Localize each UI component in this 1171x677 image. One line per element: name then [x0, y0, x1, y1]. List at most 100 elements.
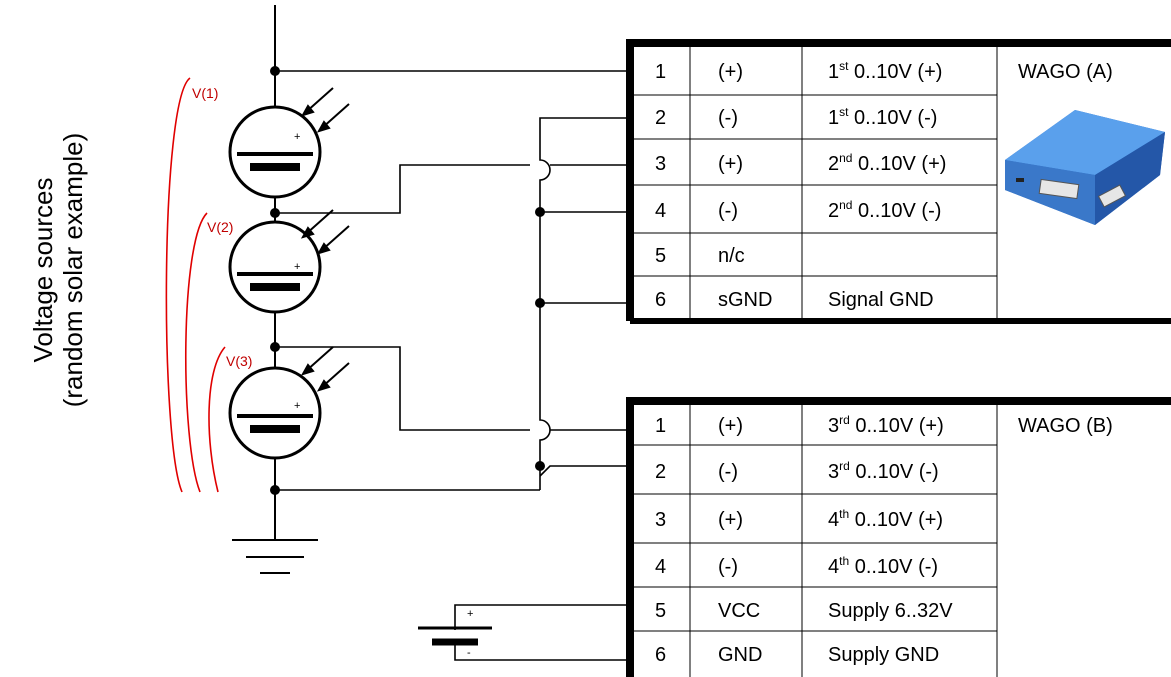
signal-name: n/c [718, 245, 745, 267]
signal-name: (+) [718, 153, 743, 175]
terminal-row: 1 (+) 3rd 0..10V (+) [655, 413, 944, 437]
desc-main: 1 [828, 107, 839, 129]
pin-number: 1 [655, 415, 666, 437]
signal-name: (-) [718, 107, 738, 129]
bus-junctions [535, 207, 545, 471]
source-3-polarity: + [294, 400, 300, 412]
desc-superscript: rd [839, 413, 850, 427]
wago-device-icon [1005, 110, 1165, 225]
desc-superscript: st [839, 59, 849, 73]
signal-name: (+) [718, 415, 743, 437]
wago-b-rows: 1(+)3rd 0..10V (+)2(-)3rd 0..10V (-)3(+)… [655, 413, 953, 666]
source-2-polarity: + [294, 261, 300, 273]
pin-description: 1st 0..10V (-) [828, 105, 937, 129]
desc-main: 4 [828, 509, 839, 531]
pin-description: Supply GND [828, 644, 939, 666]
desc-superscript: th [839, 554, 849, 568]
terminal-row: 2 (-) 3rd 0..10V (-) [655, 459, 939, 483]
desc-main: Signal GND [828, 289, 934, 311]
desc-rest: 0..10V (-) [852, 200, 941, 222]
wago-b-terminal-table: WAGO (B) 1(+)3rd 0..10V (+)2(-)3rd 0..10… [626, 397, 1171, 677]
wago-b-title: WAGO (B) [1018, 415, 1113, 437]
terminal-row: 4(-)4th 0..10V (-) [655, 554, 938, 578]
signal-name: sGND [718, 289, 772, 311]
voltage-brackets [165, 77, 226, 493]
desc-main: 2 [828, 153, 839, 175]
terminal-row: 5 n/c [655, 245, 745, 267]
desc-rest: 0..10V (+) [850, 415, 944, 437]
signal-wires [275, 70, 630, 661]
desc-main: Supply 6..32V [828, 600, 953, 622]
pin-description: 1st 0..10V (+) [828, 59, 942, 83]
light-arrows-icon [300, 346, 350, 392]
terminal-row: 3 (+) 4th 0..10V (+) [655, 507, 943, 531]
desc-superscript: rd [839, 459, 850, 473]
wago-a-title: WAGO (A) [1018, 61, 1113, 83]
signal-name: (-) [718, 556, 738, 578]
signal-name: (-) [718, 200, 738, 222]
solar-source-1: + [228, 87, 350, 199]
v2-label: V(2) [207, 219, 233, 235]
light-arrows-icon [300, 209, 350, 255]
desc-main: 1 [828, 61, 839, 83]
pin-description: 3rd 0..10V (+) [828, 413, 944, 437]
battery-plus-label: + [467, 608, 473, 620]
battery-minus-label: - [467, 647, 471, 659]
side-label: Voltage sources (random solar example) [28, 133, 88, 408]
signal-name: GND [718, 644, 762, 666]
terminal-row: 6 GND Supply GND [655, 644, 939, 666]
terminal-row: 2 (-) 1st 0..10V (-) [655, 105, 937, 129]
solar-source-2: + [228, 209, 350, 314]
desc-main: Supply GND [828, 644, 939, 666]
pin-description: 4th 0..10V (+) [828, 507, 943, 531]
pin-number: 2 [655, 461, 666, 483]
v3-label: V(3) [226, 353, 252, 369]
side-label-line1: Voltage sources [28, 177, 58, 362]
pin-description: 2nd 0..10V (+) [828, 151, 946, 175]
wago-a-rows: 1(+)1st 0..10V (+)2(-)1st 0..10V (-)3(+)… [655, 59, 946, 311]
signal-name: (+) [718, 61, 743, 83]
pin-description: 2nd 0..10V (-) [828, 198, 941, 222]
terminal-row: 4 (-) 2nd 0..10V (-) [655, 198, 941, 222]
terminal-row: 3 (+) 2nd 0..10V (+) [655, 151, 946, 175]
pin-description: Supply 6..32V [828, 600, 953, 622]
source-1-polarity: + [294, 131, 300, 143]
terminal-row: 1(+)1st 0..10V (+) [655, 59, 942, 83]
solar-source-3: + [228, 346, 350, 460]
signal-name: VCC [718, 600, 760, 622]
desc-main: 2 [828, 200, 839, 222]
desc-rest: 0..10V (-) [849, 556, 938, 578]
pin-number: 6 [655, 289, 666, 311]
desc-rest: 0..10V (-) [848, 107, 937, 129]
pin-number: 2 [655, 107, 666, 129]
v1-label: V(1) [192, 85, 218, 101]
supply-battery-icon: + - [418, 608, 492, 659]
desc-superscript: st [839, 105, 849, 119]
desc-rest: 0..10V (+) [849, 509, 943, 531]
wago-a-terminal-table: WAGO (A) 1(+)1st 0..10V (+)2(-)1st 0..10… [626, 39, 1171, 324]
desc-rest: 0..10V (+) [848, 61, 942, 83]
pin-number: 4 [655, 200, 666, 222]
side-label-line2: (random solar example) [58, 133, 88, 408]
desc-superscript: th [839, 507, 849, 521]
pin-description: Signal GND [828, 289, 934, 311]
pin-number: 1 [655, 61, 666, 83]
desc-rest: 0..10V (-) [850, 461, 939, 483]
pin-description: 3rd 0..10V (-) [828, 459, 939, 483]
pin-number: 5 [655, 245, 666, 267]
desc-superscript: nd [839, 151, 852, 165]
desc-main: 3 [828, 461, 839, 483]
light-arrows-icon [300, 87, 350, 133]
pin-number: 6 [655, 644, 666, 666]
pin-number: 3 [655, 509, 666, 531]
signal-name: (+) [718, 509, 743, 531]
signal-name: (-) [718, 461, 738, 483]
terminal-row: 6 sGND Signal GND [655, 289, 934, 311]
desc-rest: 0..10V (+) [852, 153, 946, 175]
pin-number: 3 [655, 153, 666, 175]
pin-number: 4 [655, 556, 666, 578]
desc-main: 4 [828, 556, 839, 578]
desc-main: 3 [828, 415, 839, 437]
